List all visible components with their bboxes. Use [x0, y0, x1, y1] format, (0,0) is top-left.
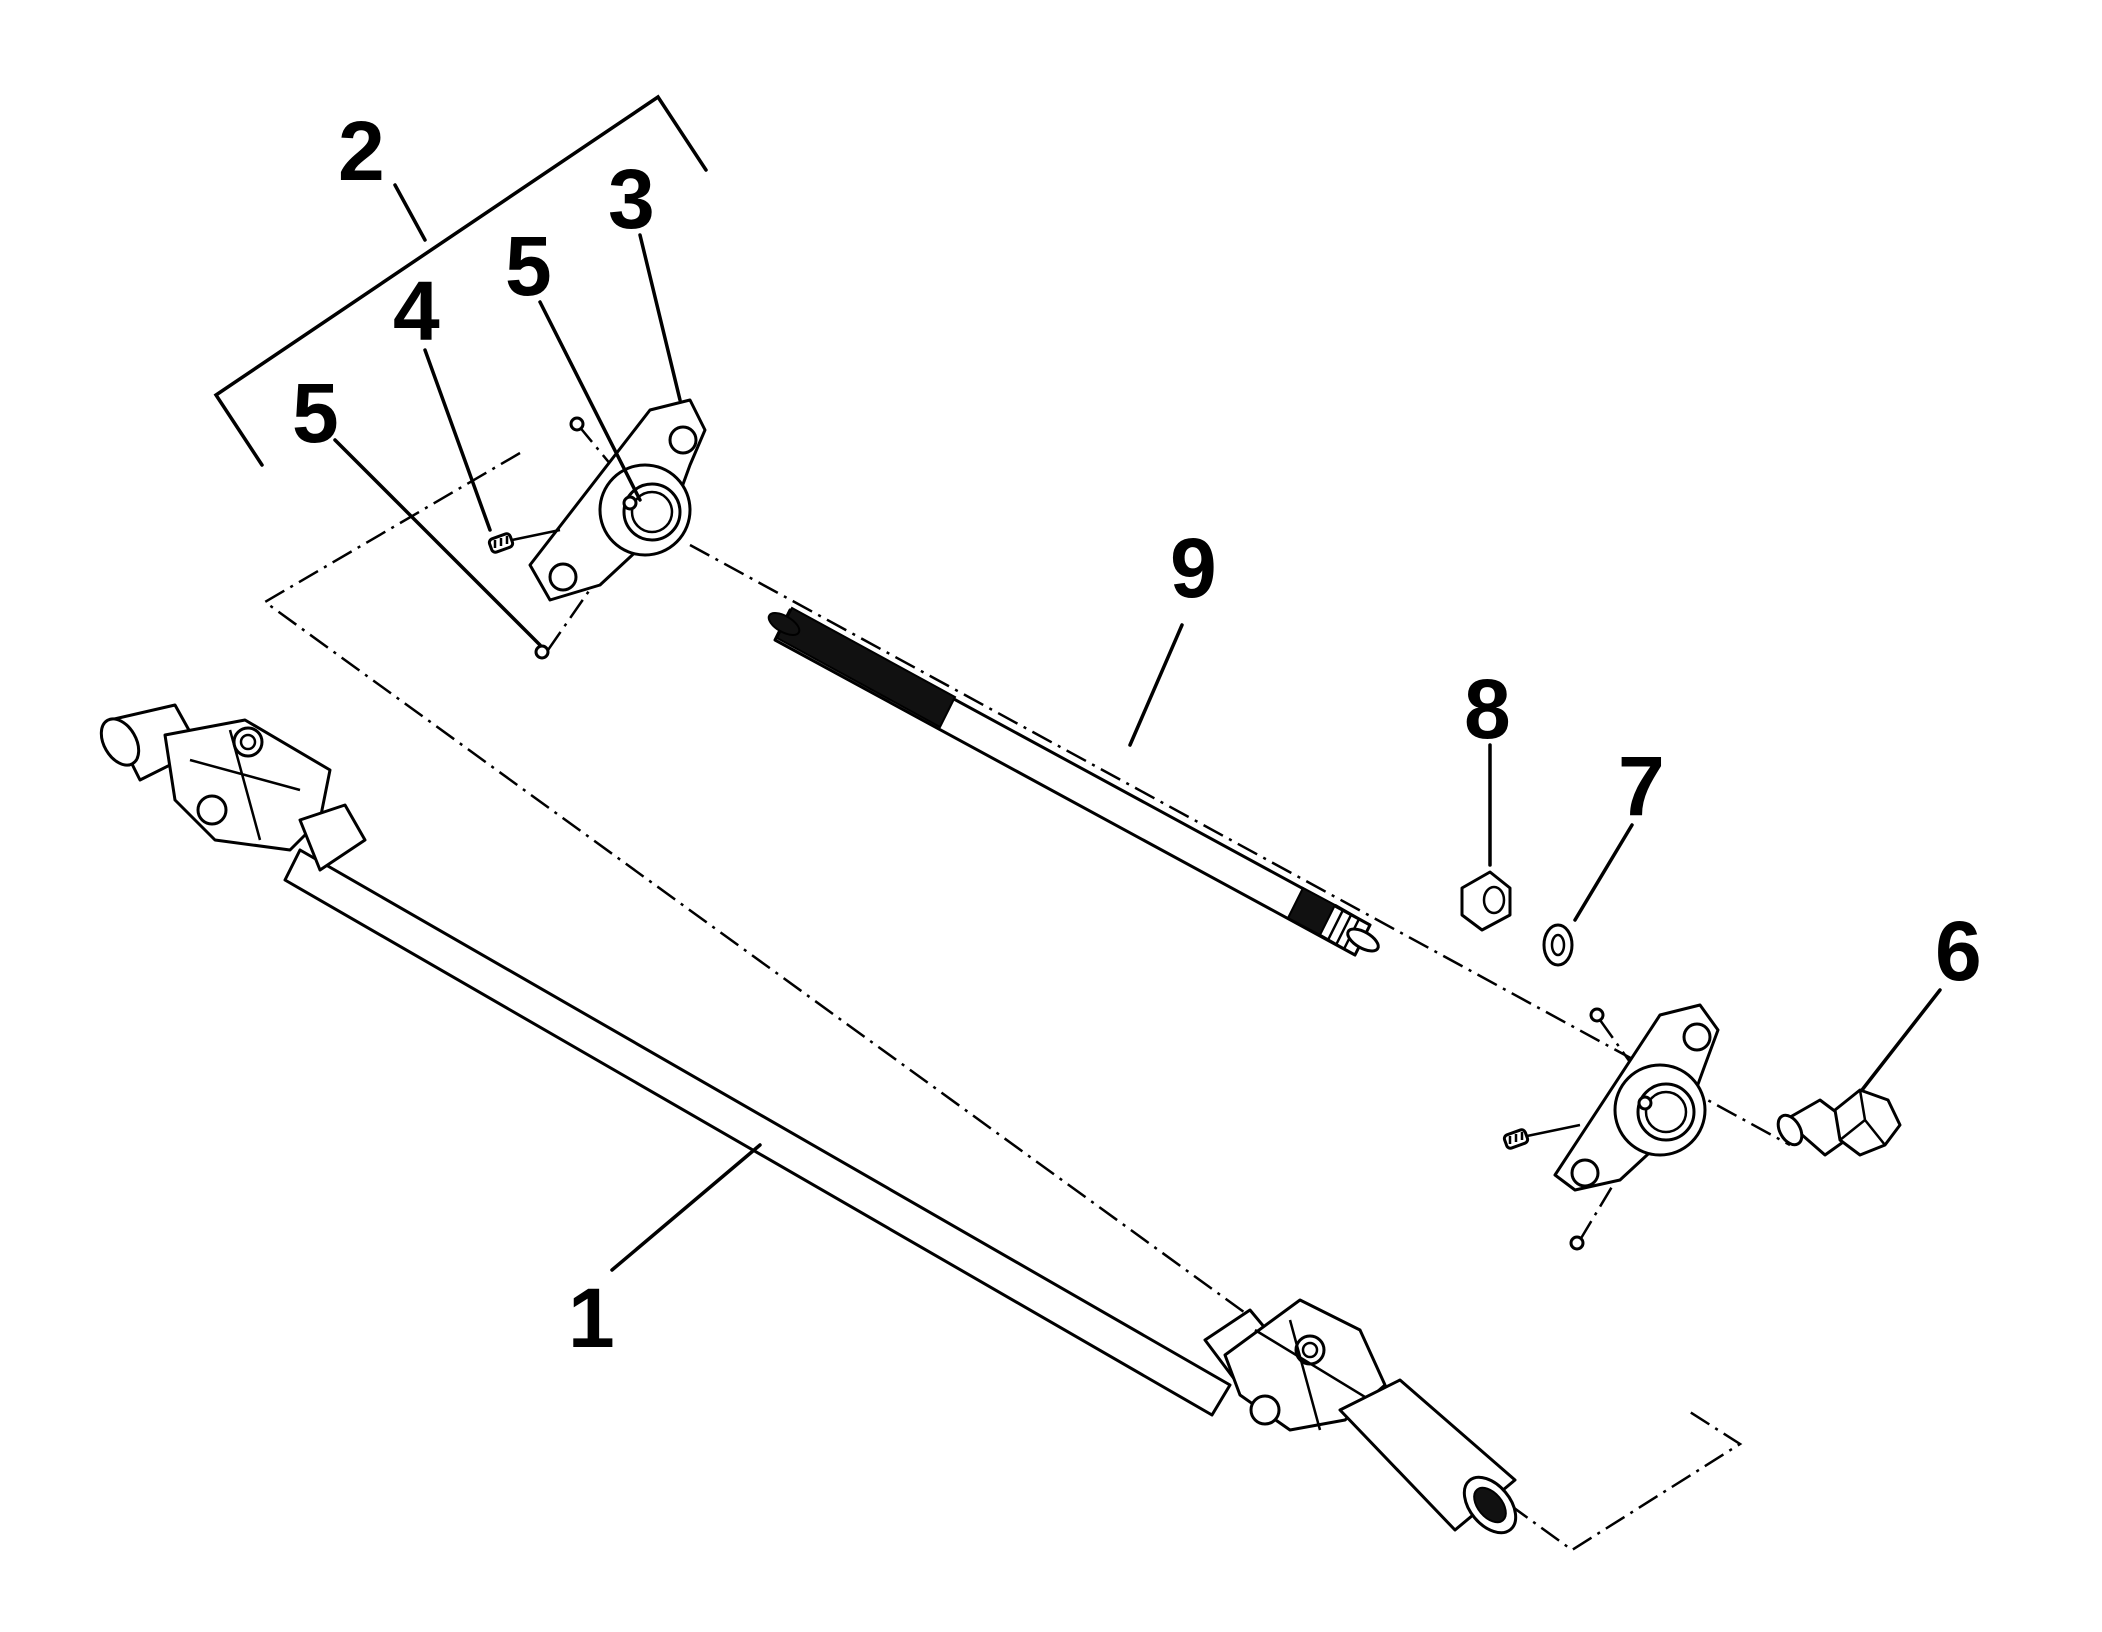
fitting-centerline-lower	[1578, 1019, 1652, 1241]
callout-2-leader	[393, 183, 427, 242]
hex-nut	[1460, 870, 1512, 932]
callout-5a-leader	[333, 438, 542, 647]
upper-flange-bearing	[528, 398, 707, 602]
lower-flange-bearing	[1553, 1003, 1720, 1192]
callout-3-leader	[638, 233, 682, 402]
callout-1: 1	[568, 1271, 615, 1365]
grease-fitting-top	[569, 416, 585, 432]
grease-fitting-lower-bottom	[1569, 1235, 1585, 1251]
set-screw-lower	[1502, 1123, 1581, 1150]
callout-9-leader	[1128, 623, 1184, 747]
callout-4: 4	[393, 264, 440, 358]
callout-2-bracket	[213, 94, 708, 467]
assembly-boundary-line	[262, 451, 1743, 1552]
callout-5-right: 5	[505, 219, 552, 313]
grease-fitting-lower-top	[1589, 1007, 1605, 1023]
callout-7: 7	[1618, 739, 1665, 833]
shaft-centerline	[689, 543, 1791, 1147]
callout-2: 2	[338, 104, 385, 198]
callout-9: 9	[1170, 521, 1217, 615]
callout-7-leader	[1573, 823, 1634, 922]
hex-bolt	[1776, 1088, 1902, 1157]
callout-5b-leader	[538, 300, 642, 502]
lock-washer	[1542, 923, 1574, 967]
steering-shaft-assembly	[99, 703, 1518, 1535]
callout-1-leader	[610, 1143, 762, 1272]
splined-shaft	[767, 606, 1380, 957]
callout-4-leader	[423, 348, 492, 532]
callout-6-leader	[1860, 988, 1942, 1092]
callout-8: 8	[1464, 662, 1511, 756]
grease-fitting-bottom	[534, 644, 550, 660]
callout-3: 3	[608, 152, 655, 246]
callout-6: 6	[1935, 904, 1982, 998]
callout-5-left: 5	[292, 366, 339, 460]
set-screw-upper	[487, 528, 561, 554]
